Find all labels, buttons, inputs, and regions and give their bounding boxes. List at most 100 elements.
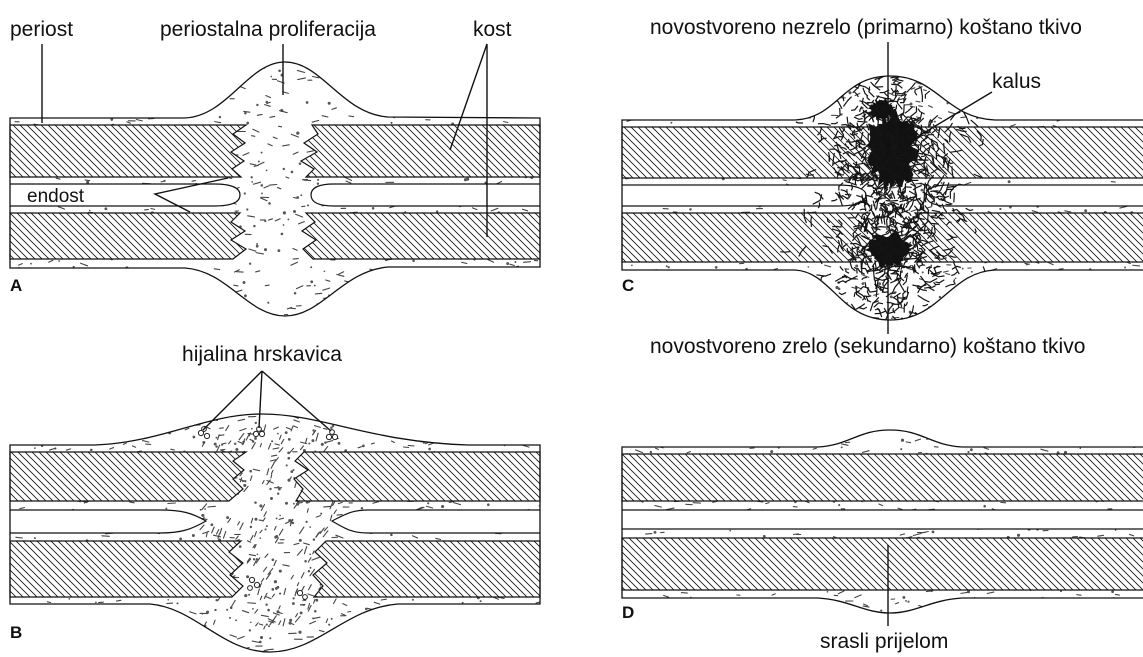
cell-mark — [493, 426, 499, 427]
cell-mark — [323, 317, 330, 318]
cell-mark — [36, 620, 41, 621]
cell-mark — [300, 194, 302, 196]
cell-mark — [486, 413, 490, 414]
cell-mark — [539, 619, 545, 620]
cell-mark — [538, 292, 540, 294]
cell-mark — [310, 567, 312, 569]
cell-mark — [819, 297, 823, 299]
cell-mark — [264, 220, 266, 222]
cell-mark — [789, 613, 795, 614]
cell-mark — [51, 305, 53, 307]
cell-mark — [292, 597, 294, 599]
cell-mark — [296, 503, 299, 506]
cell-mark — [991, 114, 993, 116]
cell-mark — [416, 615, 422, 616]
cell-mark — [491, 62, 495, 63]
callus-trabecula — [895, 62, 900, 74]
callus-trabecula — [896, 70, 907, 73]
cell-mark — [731, 85, 736, 86]
cell-mark — [785, 95, 788, 98]
cell-mark — [183, 270, 185, 272]
cell-mark — [27, 605, 29, 607]
cell-mark — [1012, 301, 1014, 303]
cell-mark — [1139, 305, 1141, 307]
cell-mark — [895, 75, 902, 76]
cell-mark — [643, 97, 646, 100]
callus-trabecula — [811, 305, 823, 309]
cell-mark — [126, 281, 133, 282]
cell-mark — [301, 648, 304, 651]
callus-trabecula — [949, 309, 957, 317]
cell-mark — [246, 122, 249, 125]
cell-mark — [68, 598, 70, 600]
cell-mark — [54, 426, 57, 429]
cell-mark — [985, 314, 992, 315]
cell-mark — [363, 617, 370, 620]
cell-mark — [639, 606, 642, 609]
cell-mark — [644, 607, 646, 609]
callus-trabecula — [936, 78, 939, 84]
cell-mark — [219, 116, 221, 118]
cell-mark — [1118, 106, 1121, 109]
cell-mark — [930, 80, 933, 83]
cell-mark — [790, 605, 792, 607]
callus-trabecula — [897, 67, 904, 76]
cell-mark — [412, 270, 415, 273]
cell-mark — [372, 313, 376, 314]
cell-mark — [624, 92, 630, 95]
cell-mark — [1062, 290, 1068, 292]
cell-mark — [308, 570, 310, 572]
callus-trabecula — [780, 252, 790, 253]
cell-mark — [673, 82, 679, 83]
cell-mark — [251, 428, 253, 430]
cell-mark — [52, 641, 55, 644]
cell-mark — [1055, 92, 1058, 95]
cell-mark — [321, 443, 324, 446]
cell-mark — [1018, 310, 1023, 311]
cell-mark — [58, 65, 65, 67]
callus-trabecula — [848, 323, 853, 326]
cell-mark — [88, 275, 91, 276]
cell-mark — [89, 112, 91, 114]
cell-mark — [1124, 267, 1126, 269]
cell-mark — [778, 106, 781, 109]
cell-mark — [488, 608, 490, 610]
cell-mark — [990, 290, 995, 291]
cell-mark — [266, 525, 268, 527]
cell-mark — [1075, 286, 1079, 288]
cell-mark — [680, 277, 683, 278]
cell-mark — [430, 637, 433, 640]
cell-mark — [141, 68, 144, 69]
cell-mark — [293, 503, 295, 505]
cell-mark — [480, 287, 486, 288]
cell-mark — [521, 424, 526, 425]
cell-mark — [317, 179, 319, 181]
cell-mark — [833, 606, 835, 608]
cell-mark — [81, 650, 83, 652]
cell-mark — [85, 180, 90, 181]
cell-mark — [55, 623, 58, 626]
cell-mark — [438, 288, 441, 291]
cell-mark — [1112, 90, 1114, 92]
cell-mark — [1111, 320, 1119, 321]
cell-mark — [804, 318, 806, 320]
cell-mark — [1126, 290, 1129, 293]
cell-mark — [656, 601, 661, 602]
cell-mark — [22, 291, 27, 292]
cell-mark — [310, 280, 313, 283]
cell-mark — [654, 531, 657, 534]
cell-mark — [244, 294, 247, 297]
cell-mark — [201, 296, 204, 299]
callus-trabecula — [804, 89, 812, 95]
cell-mark — [85, 305, 91, 306]
cell-mark — [470, 431, 473, 434]
cell-mark — [165, 508, 167, 510]
cell-mark — [202, 613, 204, 615]
cell-mark — [288, 438, 291, 441]
cell-mark — [958, 74, 961, 75]
cell-mark — [668, 266, 670, 268]
cell-mark — [427, 112, 429, 114]
label-periosteal-proliferation: periostalna proliferacija — [160, 18, 376, 41]
cell-mark — [328, 624, 330, 626]
cell-mark — [878, 282, 881, 285]
